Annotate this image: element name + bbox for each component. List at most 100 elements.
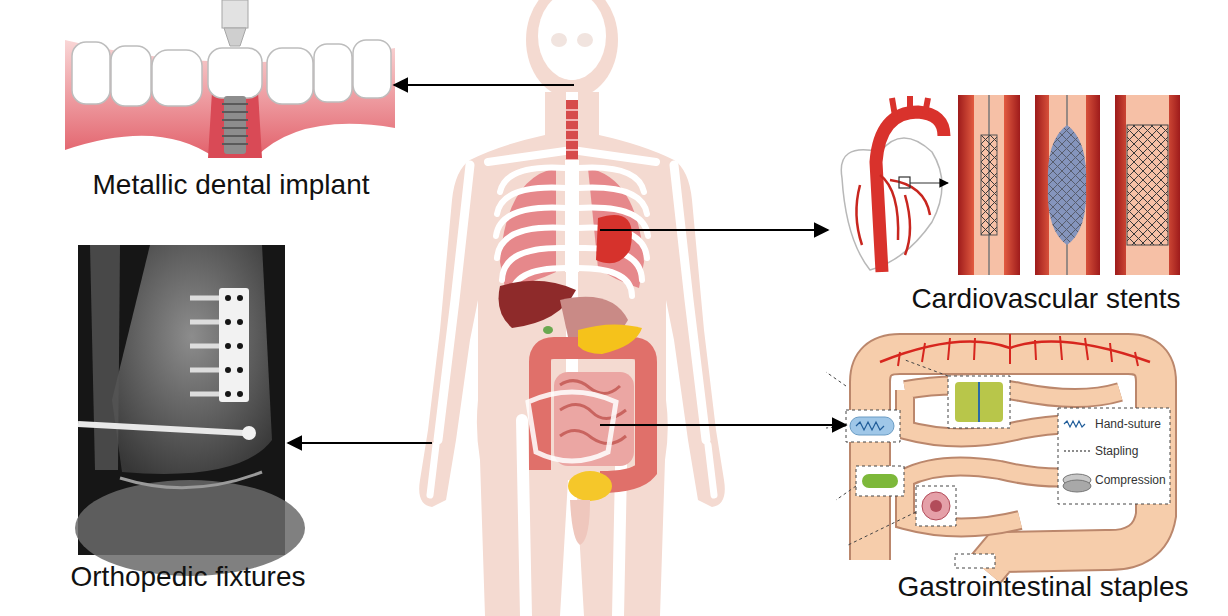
xray-illustration xyxy=(219,288,249,402)
leader-arrows xyxy=(288,85,846,443)
dental-implant-illustration xyxy=(65,40,395,158)
anastomosis-symbols xyxy=(1064,450,1090,452)
skeleton xyxy=(577,33,593,47)
anastomosis-symbols xyxy=(922,492,950,520)
anastomosis-insets xyxy=(826,360,1170,568)
anastomosis-insets xyxy=(846,410,900,442)
rib-cage xyxy=(496,160,648,296)
heart-and-abdomen xyxy=(570,500,590,545)
organs xyxy=(566,100,578,168)
heart-and-abdomen xyxy=(578,324,642,354)
heart-illustration xyxy=(910,182,948,183)
stent-vessels xyxy=(1035,95,1100,275)
dental-implant-illustration xyxy=(222,0,248,28)
xray-illustration xyxy=(78,424,244,433)
anastomosis-symbols xyxy=(856,422,884,430)
xray-illustration xyxy=(237,319,243,325)
anastomosis-symbols xyxy=(978,382,980,422)
xray-illustration xyxy=(120,472,262,488)
xray-illustration xyxy=(237,391,243,397)
anastomosis-insets xyxy=(856,466,904,496)
dental-implant-illustration xyxy=(111,46,151,106)
figure-caption-box: Orthopedic fixtures xyxy=(40,560,336,594)
anastomosis-symbols xyxy=(1063,480,1091,492)
heart-and-abdomen xyxy=(540,348,646,482)
leader-arrows xyxy=(394,84,574,86)
heart-illustration xyxy=(856,175,930,255)
leader-arrows xyxy=(288,442,432,444)
dental-implant-illustration xyxy=(222,104,248,144)
technique-label: Compression xyxy=(1093,473,1168,487)
heart-and-abdomen xyxy=(596,215,632,263)
xray-illustration xyxy=(225,319,231,325)
human-body xyxy=(526,0,618,98)
heart-illustration xyxy=(876,112,944,272)
skeleton xyxy=(538,0,606,80)
figure-caption-box: Gastrointestinal staples xyxy=(864,570,1222,604)
xray-illustration xyxy=(225,367,231,373)
heart-and-abdomen xyxy=(499,215,647,545)
technique-label: Hand-suture xyxy=(1093,417,1163,431)
heart-and-abdomen xyxy=(554,372,634,466)
stent-vessels xyxy=(1048,125,1086,245)
leader-arrows xyxy=(600,229,828,231)
technique-label: Stapling xyxy=(1093,444,1140,458)
dental-implant-illustration xyxy=(152,50,202,106)
intestine-illustration xyxy=(898,334,1138,366)
organs xyxy=(566,110,578,160)
stent-vessels xyxy=(1048,125,1086,245)
figure-caption: Orthopedic fixtures xyxy=(71,560,306,594)
anastomosis-insets xyxy=(948,376,1010,428)
heart-and-abdomen xyxy=(568,471,612,501)
figure-caption-box: Metallic dental implant xyxy=(66,168,396,202)
heart-illustration xyxy=(841,96,948,272)
figure-caption: Cardiovascular stents xyxy=(911,282,1180,316)
figure-caption: Gastrointestinal staples xyxy=(897,570,1188,604)
xray-illustration xyxy=(225,391,231,397)
intestine-illustration xyxy=(870,334,1156,570)
xray-illustration xyxy=(90,245,120,470)
stent-vessels xyxy=(1127,125,1168,245)
xray-illustration xyxy=(237,295,243,301)
figure-caption: Metallic dental implant xyxy=(92,168,369,202)
human-body xyxy=(419,0,725,616)
skeleton xyxy=(548,60,596,80)
xray-illustration xyxy=(225,295,243,397)
xray-illustration xyxy=(190,298,222,394)
stent-vessels xyxy=(958,95,1020,275)
heart-illustration xyxy=(899,177,910,188)
heart-and-abdomen xyxy=(543,326,553,334)
anastomosis-symbols xyxy=(1064,421,1085,427)
stent-vessels xyxy=(981,135,997,235)
skeleton xyxy=(551,33,567,47)
anastomosis-symbols xyxy=(862,474,898,488)
heart-illustration xyxy=(892,96,928,116)
leader-arrows xyxy=(600,424,846,426)
anastomosis-insets xyxy=(916,486,956,526)
heart-and-abdomen xyxy=(528,392,616,461)
skeleton xyxy=(430,0,714,616)
stent-vessels xyxy=(974,95,1004,275)
xray-illustration xyxy=(75,245,305,576)
human-body xyxy=(419,92,725,616)
anastomosis-symbols xyxy=(955,382,1003,422)
stent-vessels xyxy=(958,95,1180,275)
rib-cage xyxy=(565,160,579,272)
stent-vessels xyxy=(1126,95,1169,275)
dental-implant-illustration xyxy=(208,48,262,98)
xray-illustration xyxy=(237,367,243,373)
anastomosis-symbols xyxy=(850,382,1091,520)
dental-implant-illustration xyxy=(267,48,313,104)
xray-illustration xyxy=(237,343,243,349)
anastomosis-insets xyxy=(955,554,995,568)
dental-implant-illustration xyxy=(353,40,391,98)
xray-illustration xyxy=(225,343,231,349)
anastomosis-symbols xyxy=(930,500,942,512)
figure-caption-box: Cardiovascular stents xyxy=(878,282,1214,316)
anastomosis-symbols xyxy=(850,417,894,435)
xray-illustration xyxy=(225,295,231,301)
xray-illustration xyxy=(112,245,272,474)
anastomosis-insets xyxy=(1058,408,1170,504)
dental-implant-illustration xyxy=(65,0,395,158)
